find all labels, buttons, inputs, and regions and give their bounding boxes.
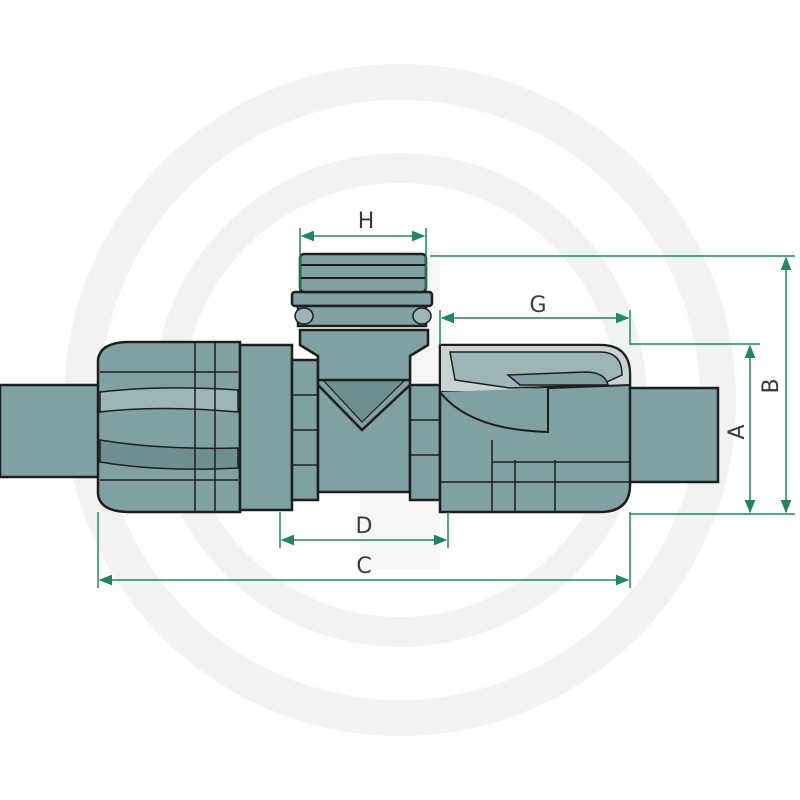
right-body-section	[408, 383, 442, 502]
dimension-label-c: C	[356, 554, 371, 579]
left-pipe	[0, 383, 112, 479]
right-union-nut	[438, 343, 632, 514]
dimension-label-b: B	[759, 378, 784, 393]
left-union-nut	[96, 340, 242, 514]
dimension-label-a: A	[725, 424, 750, 439]
top-branch-connector	[290, 252, 434, 382]
dimension-lines	[97, 228, 795, 588]
left-body-section	[238, 343, 320, 512]
dimension-label-d: D	[356, 514, 373, 539]
dimension-label-g: G	[529, 293, 546, 318]
dimension-label-h: H	[358, 209, 375, 234]
